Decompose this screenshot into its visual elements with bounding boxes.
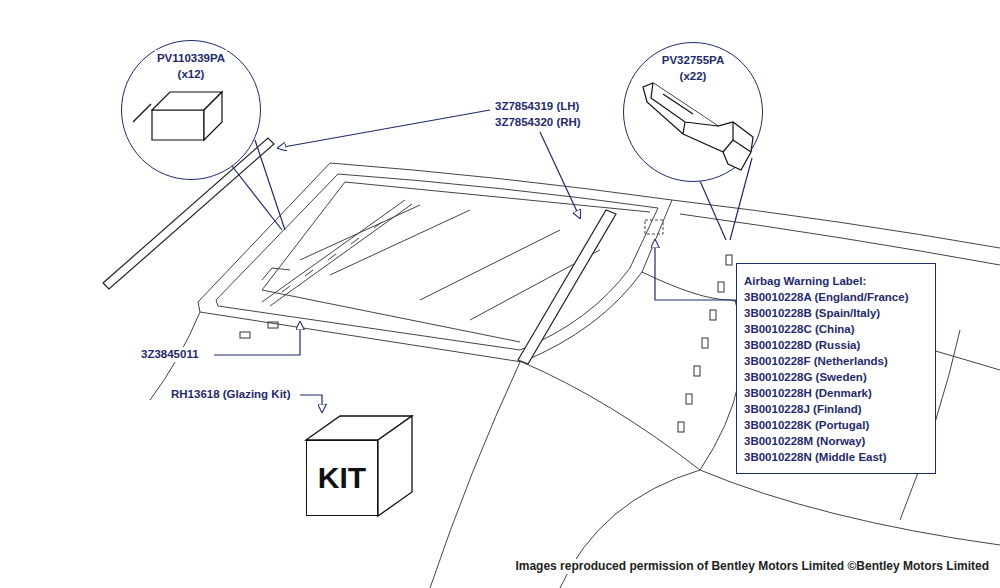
- list-heading: Airbag Warning Label:: [744, 273, 925, 289]
- part-number: 3Z7854320 (RH): [494, 115, 582, 130]
- quantity: (x22): [678, 68, 709, 84]
- part-number: PV32755PA: [660, 52, 726, 68]
- list-item: 3B0010228K (Portugal): [744, 417, 925, 433]
- part-number: RH13618 (Glazing Kit): [170, 387, 292, 402]
- quantity: (x12): [176, 66, 207, 82]
- list-item: 3B0010228B (Spain/Italy): [744, 305, 925, 321]
- part-number: 3Z3845011: [140, 347, 200, 362]
- list-item: 3B0010228H (Denmark): [744, 385, 925, 401]
- part-number: 3Z7854319 (LH): [494, 99, 580, 114]
- part-number: PV110339PA: [155, 50, 227, 66]
- list-item: 3B0010228F (Netherlands): [744, 353, 925, 369]
- list-item: 3B0010228D (Russia): [744, 337, 925, 353]
- kit-box: KIT: [306, 440, 378, 516]
- callout-circle: PV32755PA(x22): [623, 42, 763, 182]
- copyright-note: Images reproduced permission of Bentley …: [514, 559, 990, 574]
- list-item: 3B0010228C (China): [744, 321, 925, 337]
- kit-text: KIT: [318, 462, 366, 494]
- label-list-box: Airbag Warning Label:3B0010228A (England…: [736, 263, 936, 474]
- list-item: 3B0010228J (Finland): [744, 401, 925, 417]
- list-item: 3B0010228A (England/France): [744, 289, 925, 305]
- list-item: 3B0010228M (Norway): [744, 433, 925, 449]
- list-item: 3B0010228N (Middle East): [744, 449, 925, 465]
- callout-circle: PV110339PA(x12): [121, 40, 261, 180]
- list-item: 3B0010228G (Sweden): [744, 369, 925, 385]
